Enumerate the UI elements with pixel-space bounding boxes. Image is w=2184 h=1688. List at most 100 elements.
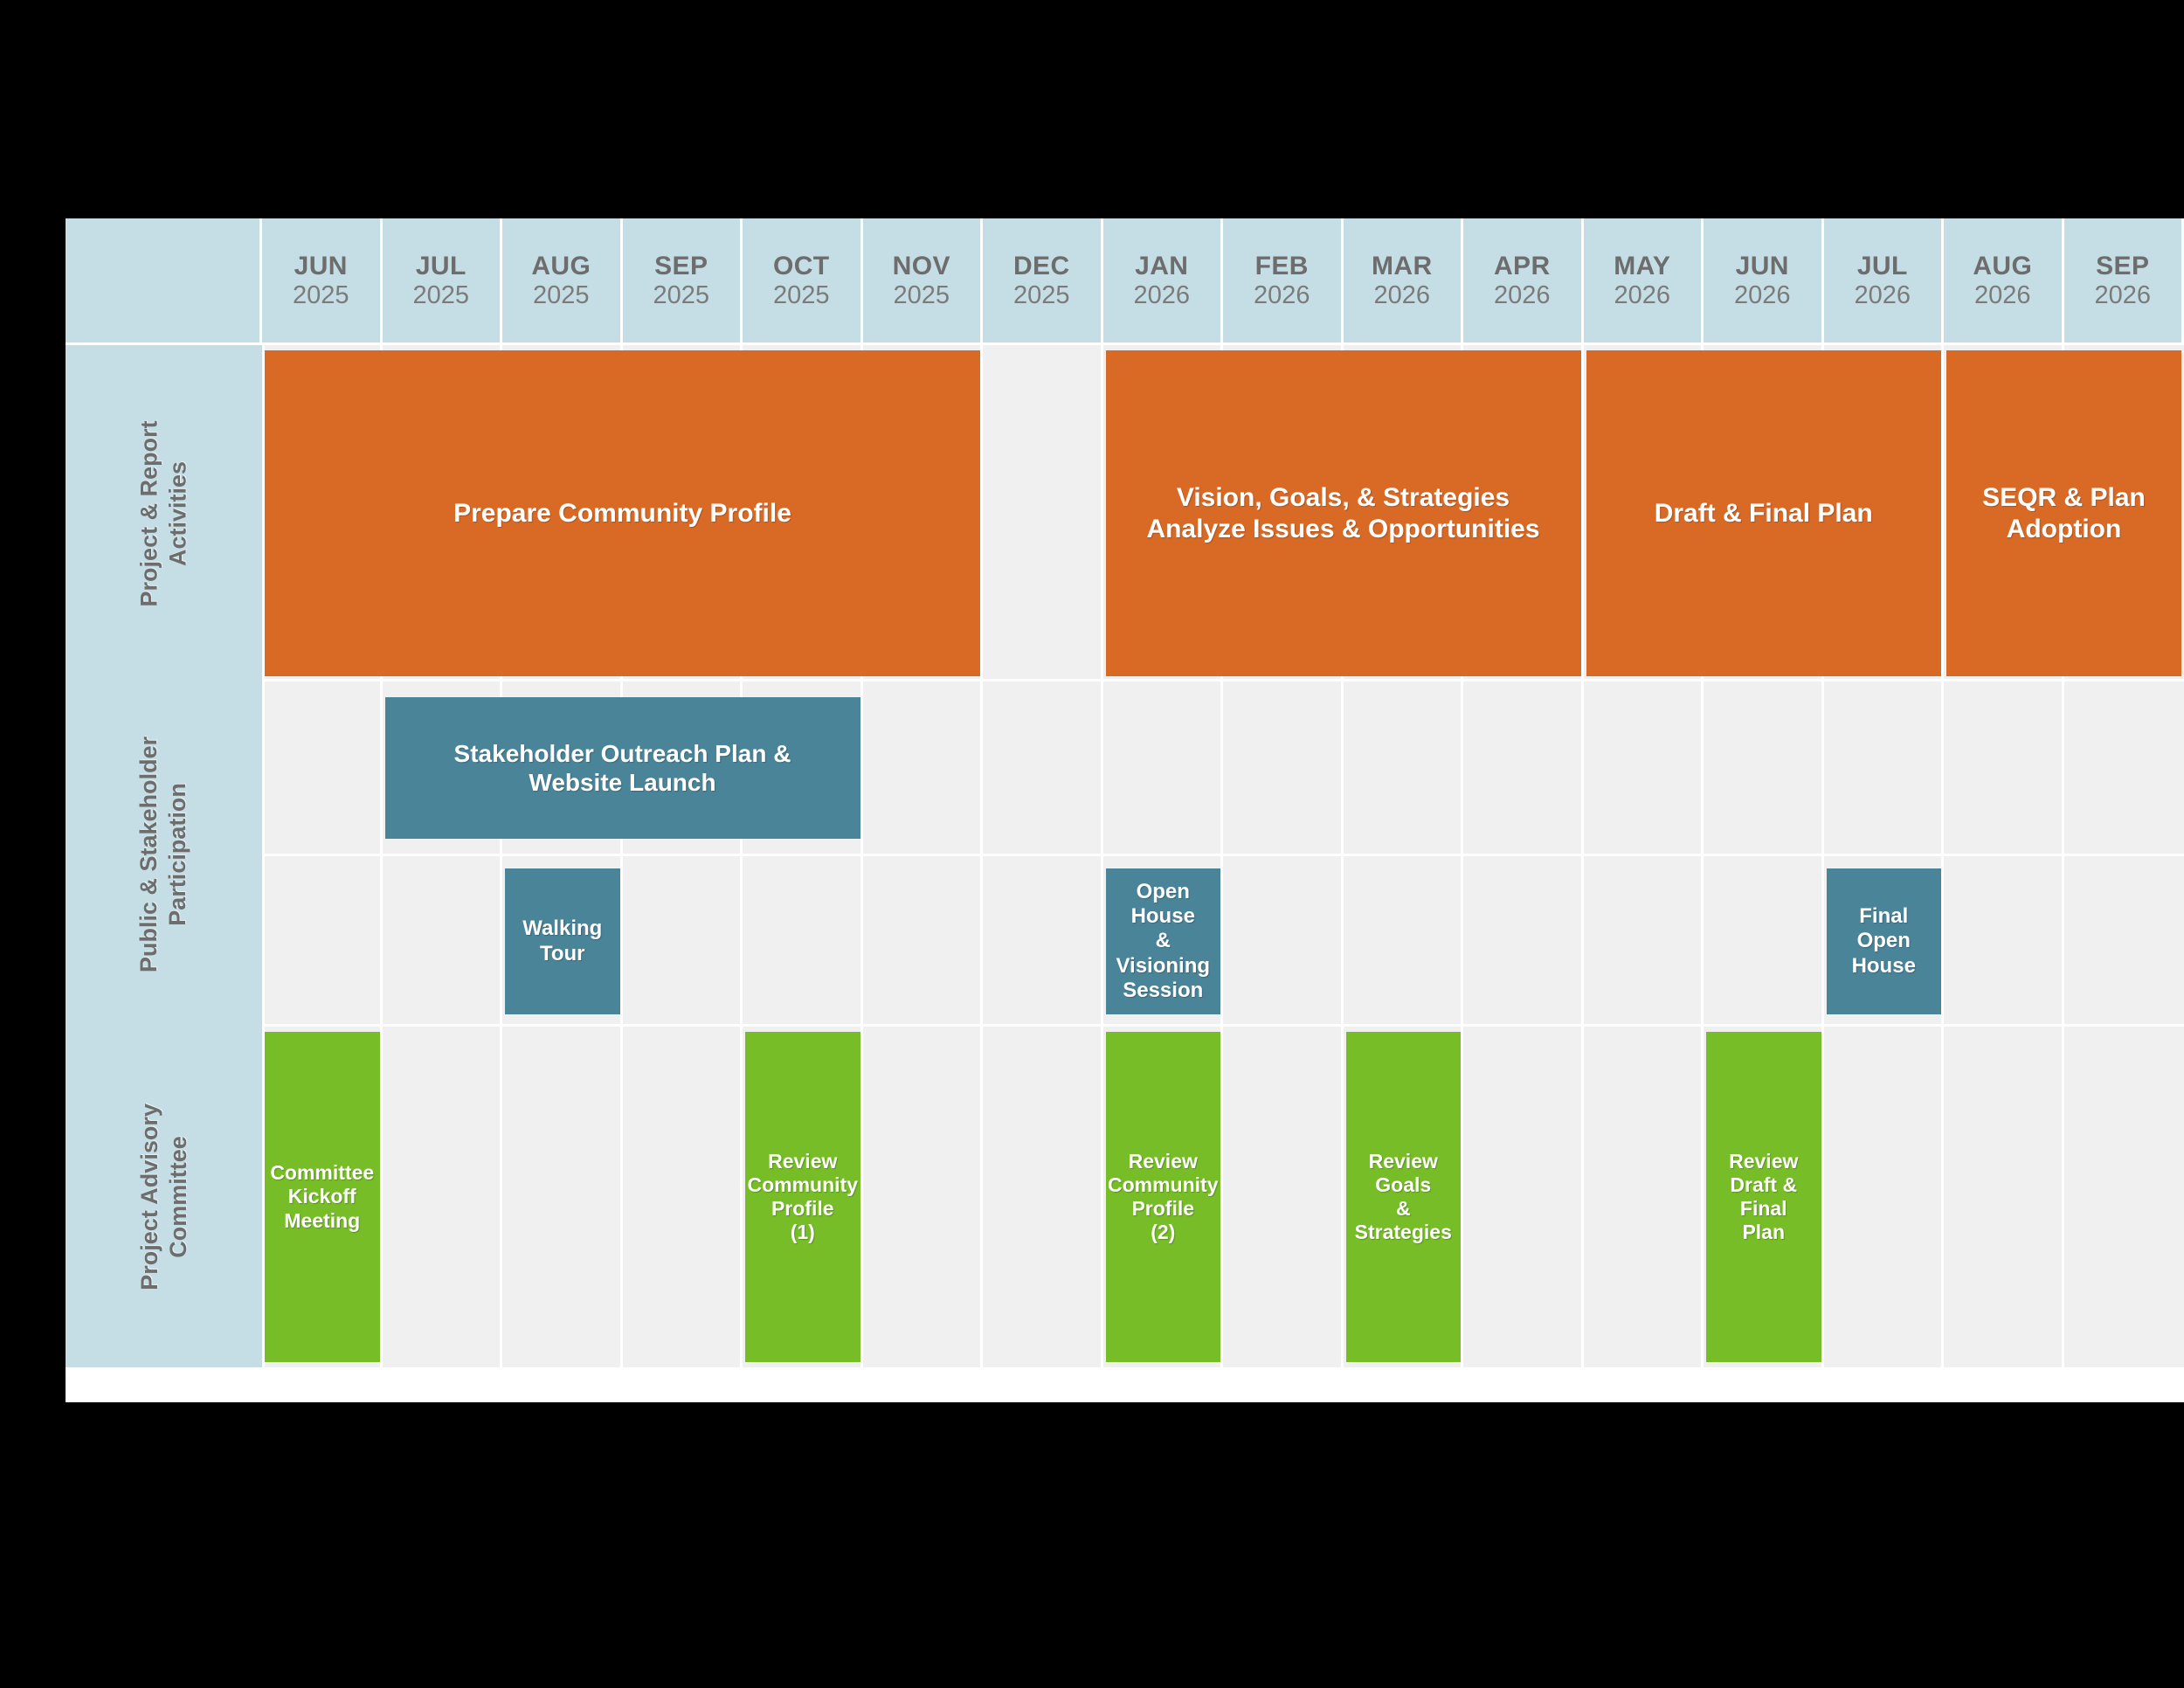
task-bar-vision-goals-strategies[interactable]: Vision, Goals, & Strategies Analyze Issu…	[1105, 350, 1581, 676]
grid-bottom-rule	[66, 1400, 2184, 1402]
task-bar-label: Review Goals & Strategies	[1354, 1149, 1452, 1244]
grid-cell	[1223, 856, 1344, 1027]
grid-cell	[1944, 681, 2064, 856]
task-bar-label: Final Open House	[1851, 904, 1916, 978]
month-label: APR	[1493, 251, 1551, 280]
year-label: 2026	[1373, 280, 1430, 309]
task-bar-draft-final-plan[interactable]: Draft & Final Plan	[1586, 350, 1941, 676]
task-bar-label: Prepare Community Profile	[453, 498, 791, 528]
grid-cell	[862, 856, 983, 1027]
grid-cell	[1102, 681, 1223, 856]
month-label: JUN	[1735, 251, 1789, 280]
grid-cell	[262, 681, 383, 856]
year-label: 2025	[893, 280, 950, 309]
year-label: 2026	[1253, 280, 1310, 309]
task-bar-label: Stakeholder Outreach Plan & Website Laun…	[453, 739, 791, 796]
task-bar-review-goals-strategies[interactable]: Review Goals & Strategies	[1345, 1032, 1461, 1362]
grid-cell	[382, 1027, 502, 1367]
grid-cell	[1463, 856, 1584, 1027]
grid-cell	[1463, 1027, 1584, 1367]
task-bar-layer: Prepare Community Profile Vision, Goals, …	[66, 218, 2184, 1402]
grid-cell	[1223, 681, 1344, 856]
year-label: 2025	[1013, 280, 1070, 309]
year-label: 2026	[2094, 280, 2151, 309]
month-label: JAN	[1135, 251, 1189, 280]
year-label: 2025	[532, 280, 590, 309]
grid-cell	[1343, 856, 1463, 1027]
task-bar-committee-kickoff-meeting[interactable]: Committee Kickoff Meeting	[265, 1032, 380, 1362]
task-bar-label: Committee Kickoff Meeting	[270, 1161, 375, 1232]
grid-cell	[983, 681, 1103, 856]
task-bar-review-community-profile-1[interactable]: Review Community Profile (1)	[745, 1032, 860, 1362]
year-label: 2025	[292, 280, 349, 309]
grid-cell	[983, 856, 1103, 1027]
year-label: 2025	[412, 280, 469, 309]
grid-cell	[622, 856, 743, 1027]
grid-cell	[1583, 1027, 1704, 1367]
task-bar-stakeholder-outreach-plan[interactable]: Stakeholder Outreach Plan & Website Laun…	[384, 697, 860, 839]
month-label: JUL	[415, 251, 467, 280]
grid-cell	[983, 345, 1103, 681]
grid-cell	[502, 1027, 623, 1367]
month-label: MAY	[1614, 251, 1671, 280]
grid-cell	[1223, 1027, 1344, 1367]
task-bar-open-house-visioning[interactable]: Open House & Visioning Session	[1105, 868, 1220, 1014]
grid-cell	[862, 681, 983, 856]
grid-cell	[1944, 1027, 2064, 1367]
month-label: AUG	[531, 251, 591, 280]
month-label: SEP	[2096, 251, 2150, 280]
month-label: OCT	[772, 251, 830, 280]
row-label-text: Project Advisory Committee	[135, 1103, 191, 1290]
year-label: 2025	[772, 280, 830, 309]
task-bar-final-open-house[interactable]: Final Open House	[1826, 868, 1941, 1014]
row-label-public-stakeholder-participation: Public & Stakeholder Participation	[66, 681, 265, 1029]
row-label-text: Project & Report Activities	[135, 419, 191, 607]
year-label: 2026	[1493, 280, 1551, 309]
task-bar-review-draft-final-plan[interactable]: Review Draft & Final Plan	[1706, 1032, 1821, 1362]
task-bar-label: SEQR & Plan Adoption	[1982, 483, 2146, 543]
year-label: 2026	[1973, 280, 2031, 309]
year-label: 2026	[1854, 280, 1911, 309]
year-label: 2026	[1733, 280, 1791, 309]
row-label-project-advisory-committee: Project Advisory Committee	[66, 1027, 265, 1370]
grid-cell	[622, 1027, 743, 1367]
grid-cell	[2063, 1027, 2184, 1367]
month-label: NOV	[892, 251, 950, 280]
task-bar-walking-tour[interactable]: Walking Tour	[505, 868, 620, 1014]
grid-cell	[1343, 681, 1463, 856]
row-label-text: Public & Stakeholder Participation	[135, 736, 191, 972]
grid-cell	[1583, 681, 1704, 856]
task-bar-seqr-plan-adoption[interactable]: SEQR & Plan Adoption	[1946, 350, 2181, 676]
task-bar-review-community-profile-2[interactable]: Review Community Profile (2)	[1105, 1032, 1220, 1362]
task-bar-prepare-community-profile[interactable]: Prepare Community Profile	[265, 350, 980, 676]
task-bar-label: Review Community Profile (1)	[747, 1149, 859, 1244]
task-bar-label: Walking Tour	[522, 917, 603, 965]
task-bar-label: Draft & Final Plan	[1654, 498, 1873, 528]
year-label: 2026	[1614, 280, 1670, 309]
grid-cell	[1463, 681, 1584, 856]
month-label: FEB	[1254, 251, 1309, 280]
grid-cell	[2063, 681, 2184, 856]
grid-cell	[1944, 856, 2064, 1027]
grid-cell	[2063, 856, 2184, 1027]
task-bar-label: Review Draft & Final Plan	[1729, 1149, 1799, 1244]
grid-cell	[1823, 681, 1944, 856]
grid-cell	[262, 856, 383, 1027]
task-bar-label: Open House & Visioning Session	[1116, 879, 1211, 1002]
month-label: JUN	[294, 251, 348, 280]
grid-cell	[1583, 856, 1704, 1027]
month-label: JUL	[1856, 251, 1908, 280]
